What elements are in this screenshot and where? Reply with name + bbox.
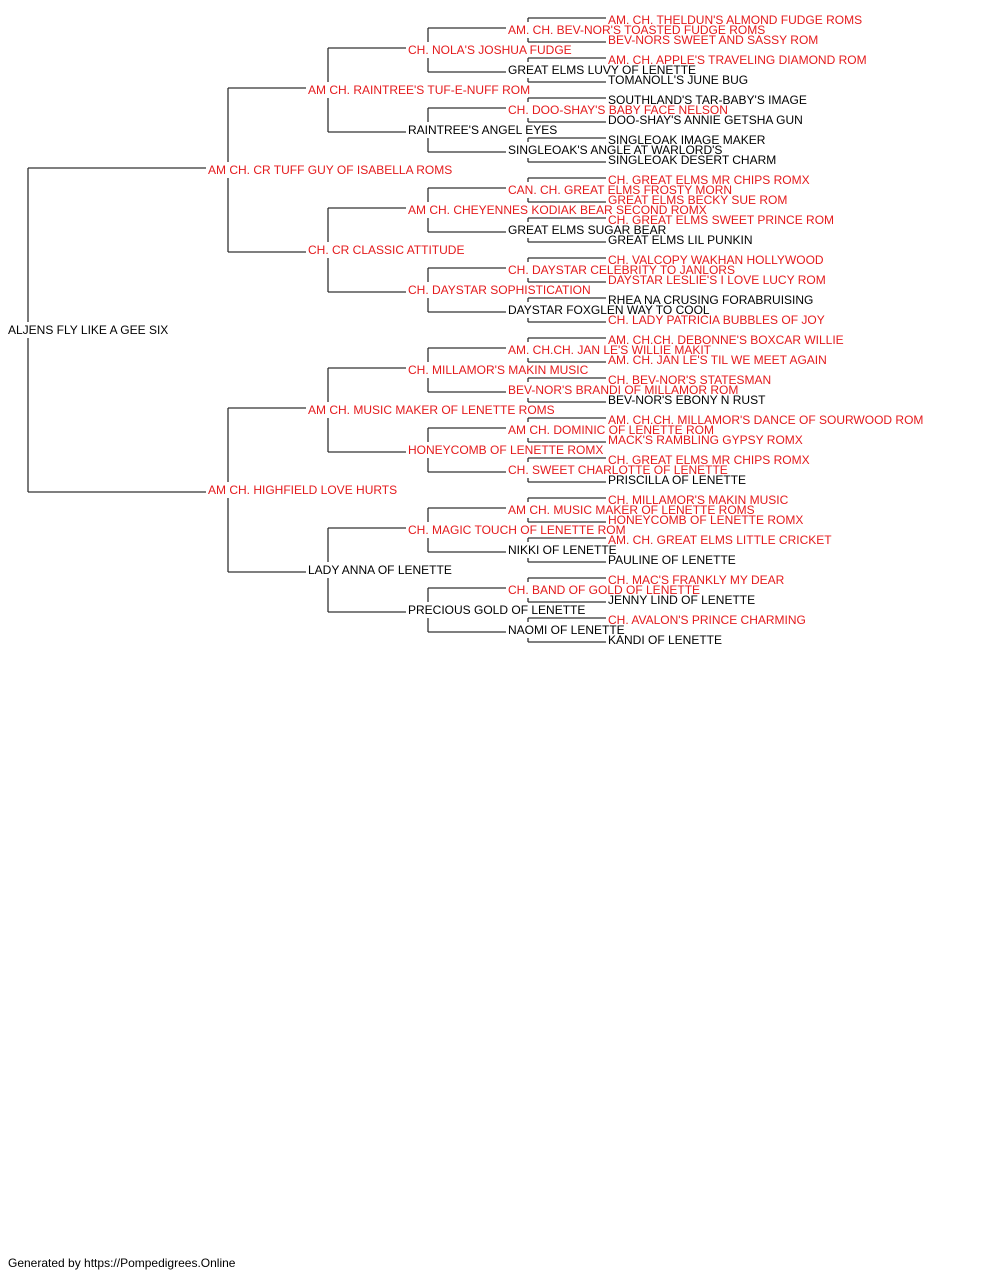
- ancestor-name-sire-dam-sire-sire-sire: CH. GREAT ELMS MR CHIPS ROMX: [608, 173, 810, 187]
- ancestor-name-sire-dam-sire-dam-dam: GREAT ELMS LIL PUNKIN: [608, 233, 753, 247]
- generated-by-footer: Generated by https://Pompedigrees.Online: [8, 1256, 236, 1270]
- ancestor-name-dam: AM CH. HIGHFIELD LOVE HURTS: [208, 483, 397, 497]
- subject-dog-name: ALJENS FLY LIKE A GEE SIX: [8, 323, 168, 337]
- ancestor-name-sire-dam-sire-sire: CAN. CH. GREAT ELMS FROSTY MORN: [508, 183, 732, 197]
- ancestor-name-sire-sire-dam-sire: CH. DOO-SHAY'S BABY FACE NELSON: [508, 103, 728, 117]
- ancestor-name-sire-sire-dam-sire-dam: DOO-SHAY'S ANNIE GETSHA GUN: [608, 113, 803, 127]
- ancestor-name-sire: AM CH. CR TUFF GUY OF ISABELLA ROMS: [208, 163, 452, 177]
- ancestor-name-sire-dam: CH. CR CLASSIC ATTITUDE: [308, 243, 464, 257]
- ancestor-name-dam-sire-dam-dam-dam: PRISCILLA OF LENETTE: [608, 473, 746, 487]
- ancestor-name-dam-dam-dam-sire: CH. BAND OF GOLD OF LENETTE: [508, 583, 700, 597]
- ancestor-name-dam-sire-sire-dam-dam: BEV-NOR'S EBONY N RUST: [608, 393, 766, 407]
- ancestor-name-dam-dam-sire-sire-sire: CH. MILLAMOR'S MAKIN MUSIC: [608, 493, 789, 507]
- ancestor-name-dam-dam-sire-dam-dam: PAULINE OF LENETTE: [608, 553, 736, 567]
- ancestor-name-sire-sire: AM CH. RAINTREE'S TUF-E-NUFF ROM: [308, 83, 530, 97]
- ancestor-name-sire-dam-sire-dam: GREAT ELMS SUGAR BEAR: [508, 223, 667, 237]
- ancestor-name-sire-dam-dam-dam-sire: RHEA NA CRUSING FORABRUISING: [608, 293, 813, 307]
- ancestor-name-dam-sire-dam-dam: CH. SWEET CHARLOTTE OF LENETTE: [508, 463, 728, 477]
- ancestor-name-dam-dam-sire-sire: AM CH. MUSIC MAKER OF LENETTE ROMS: [508, 503, 755, 517]
- ancestor-name-sire-sire-dam-dam-dam: SINGLEOAK DESERT CHARM: [608, 153, 776, 167]
- ancestor-name-sire-sire-sire-sire-sire: AM. CH. THELDUN'S ALMOND FUDGE ROMS: [608, 13, 862, 27]
- ancestor-name-dam-sire-dam-sire-sire: AM. CH.CH. MILLAMOR'S DANCE OF SOURWOOD …: [608, 413, 923, 427]
- ancestor-name-dam-sire-sire-dam: BEV-NOR'S BRANDI OF MILLAMOR ROM: [508, 383, 738, 397]
- ancestor-name-dam-sire-sire-sire-sire: AM. CH.CH. DEBONNE'S BOXCAR WILLIE: [608, 333, 844, 347]
- ancestor-name-dam-dam-dam-sire-dam: JENNY LIND OF LENETTE: [608, 593, 755, 607]
- ancestor-name-sire-sire-sire-sire: AM. CH. BEV-NOR'S TOASTED FUDGE ROMS: [508, 23, 765, 37]
- ancestor-name-sire-dam-dam-dam: DAYSTAR FOXGLEN WAY TO COOL: [508, 303, 710, 317]
- ancestor-name-sire-sire-dam-dam-sire: SINGLEOAK IMAGE MAKER: [608, 133, 766, 147]
- ancestor-name-sire-sire-sire: CH. NOLA'S JOSHUA FUDGE: [408, 43, 572, 57]
- ancestor-name-sire-dam-dam-dam-dam: CH. LADY PATRICIA BUBBLES OF JOY: [608, 313, 825, 327]
- ancestor-name-dam-dam-dam-dam-sire: CH. AVALON'S PRINCE CHARMING: [608, 613, 806, 627]
- ancestor-name-dam-dam-dam-dam: NAOMI OF LENETTE: [508, 623, 625, 637]
- ancestor-name-sire-dam-dam-sire-dam: DAYSTAR LESLIE'S I LOVE LUCY ROM: [608, 273, 826, 287]
- ancestor-name-dam-sire-dam-sire: AM CH. DOMINIC OF LENETTE ROM: [508, 423, 714, 437]
- ancestor-name-dam-sire: AM CH. MUSIC MAKER OF LENETTE ROMS: [308, 403, 555, 417]
- ancestor-name-dam-sire-dam: HONEYCOMB OF LENETTE ROMX: [408, 443, 603, 457]
- ancestor-name-sire-sire-sire-dam-dam: TOMANOLL'S JUNE BUG: [608, 73, 748, 87]
- ancestor-name-dam-sire-sire-sire: AM. CH.CH. JAN LE'S WILLIE MAKIT: [508, 343, 712, 357]
- ancestor-name-sire-dam-dam-sire-sire: CH. VALCOPY WAKHAN HOLLYWOOD: [608, 253, 824, 267]
- ancestor-name-dam-dam-sire-dam: NIKKI OF LENETTE: [508, 543, 617, 557]
- ancestor-name-dam-sire-dam-sire-dam: MACK'S RAMBLING GYPSY ROMX: [608, 433, 803, 447]
- ancestor-name-sire-sire-dam-dam: SINGLEOAK'S ANGLE AT WARLORD'S: [508, 143, 722, 157]
- ancestor-name-dam-dam: LADY ANNA OF LENETTE: [308, 563, 452, 577]
- ancestor-name-sire-sire-sire-dam-sire: AM. CH. APPLE'S TRAVELING DIAMOND ROM: [608, 53, 867, 67]
- ancestor-name-dam-sire-dam-dam-sire: CH. GREAT ELMS MR CHIPS ROMX: [608, 453, 810, 467]
- ancestor-name-sire-sire-sire-sire-dam: BEV-NORS SWEET AND SASSY ROM: [608, 33, 818, 47]
- ancestor-name-dam-dam-sire-dam-sire: AM. CH. GREAT ELMS LITTLE CRICKET: [608, 533, 832, 547]
- ancestor-name-sire-sire-dam-sire-sire: SOUTHLAND'S TAR-BABY'S IMAGE: [608, 93, 807, 107]
- ancestor-name-sire-dam-sire-sire-dam: GREAT ELMS BECKY SUE ROM: [608, 193, 787, 207]
- ancestor-name-dam-dam-sire-sire-dam: HONEYCOMB OF LENETTE ROMX: [608, 513, 803, 527]
- ancestor-name-dam-sire-sire: CH. MILLAMOR'S MAKIN MUSIC: [408, 363, 589, 377]
- ancestor-name-sire-dam-sire-dam-sire: CH. GREAT ELMS SWEET PRINCE ROM: [608, 213, 834, 227]
- ancestor-name-sire-sire-sire-dam: GREAT ELMS LUVY OF LENETTE: [508, 63, 696, 77]
- ancestor-name-dam-dam-sire: CH. MAGIC TOUCH OF LENETTE ROM: [408, 523, 626, 537]
- ancestor-name-dam-dam-dam: PRECIOUS GOLD OF LENETTE: [408, 603, 585, 617]
- ancestor-name-dam-sire-sire-dam-sire: CH. BEV-NOR'S STATESMAN: [608, 373, 771, 387]
- ancestor-name-sire-dam-dam-sire: CH. DAYSTAR CELEBRITY TO JANLORS: [508, 263, 735, 277]
- ancestor-name-sire-dam-dam: CH. DAYSTAR SOPHISTICATION: [408, 283, 591, 297]
- ancestor-name-sire-dam-sire: AM CH. CHEYENNES KODIAK BEAR SECOND ROMX: [408, 203, 707, 217]
- ancestor-name-dam-dam-dam-sire-sire: CH. MAC'S FRANKLY MY DEAR: [608, 573, 785, 587]
- ancestor-name-dam-dam-dam-dam-dam: KANDI OF LENETTE: [608, 633, 722, 647]
- ancestor-name-dam-sire-sire-sire-dam: AM. CH. JAN LE'S TIL WE MEET AGAIN: [608, 353, 827, 367]
- ancestor-name-sire-sire-dam: RAINTREE'S ANGEL EYES: [408, 123, 557, 137]
